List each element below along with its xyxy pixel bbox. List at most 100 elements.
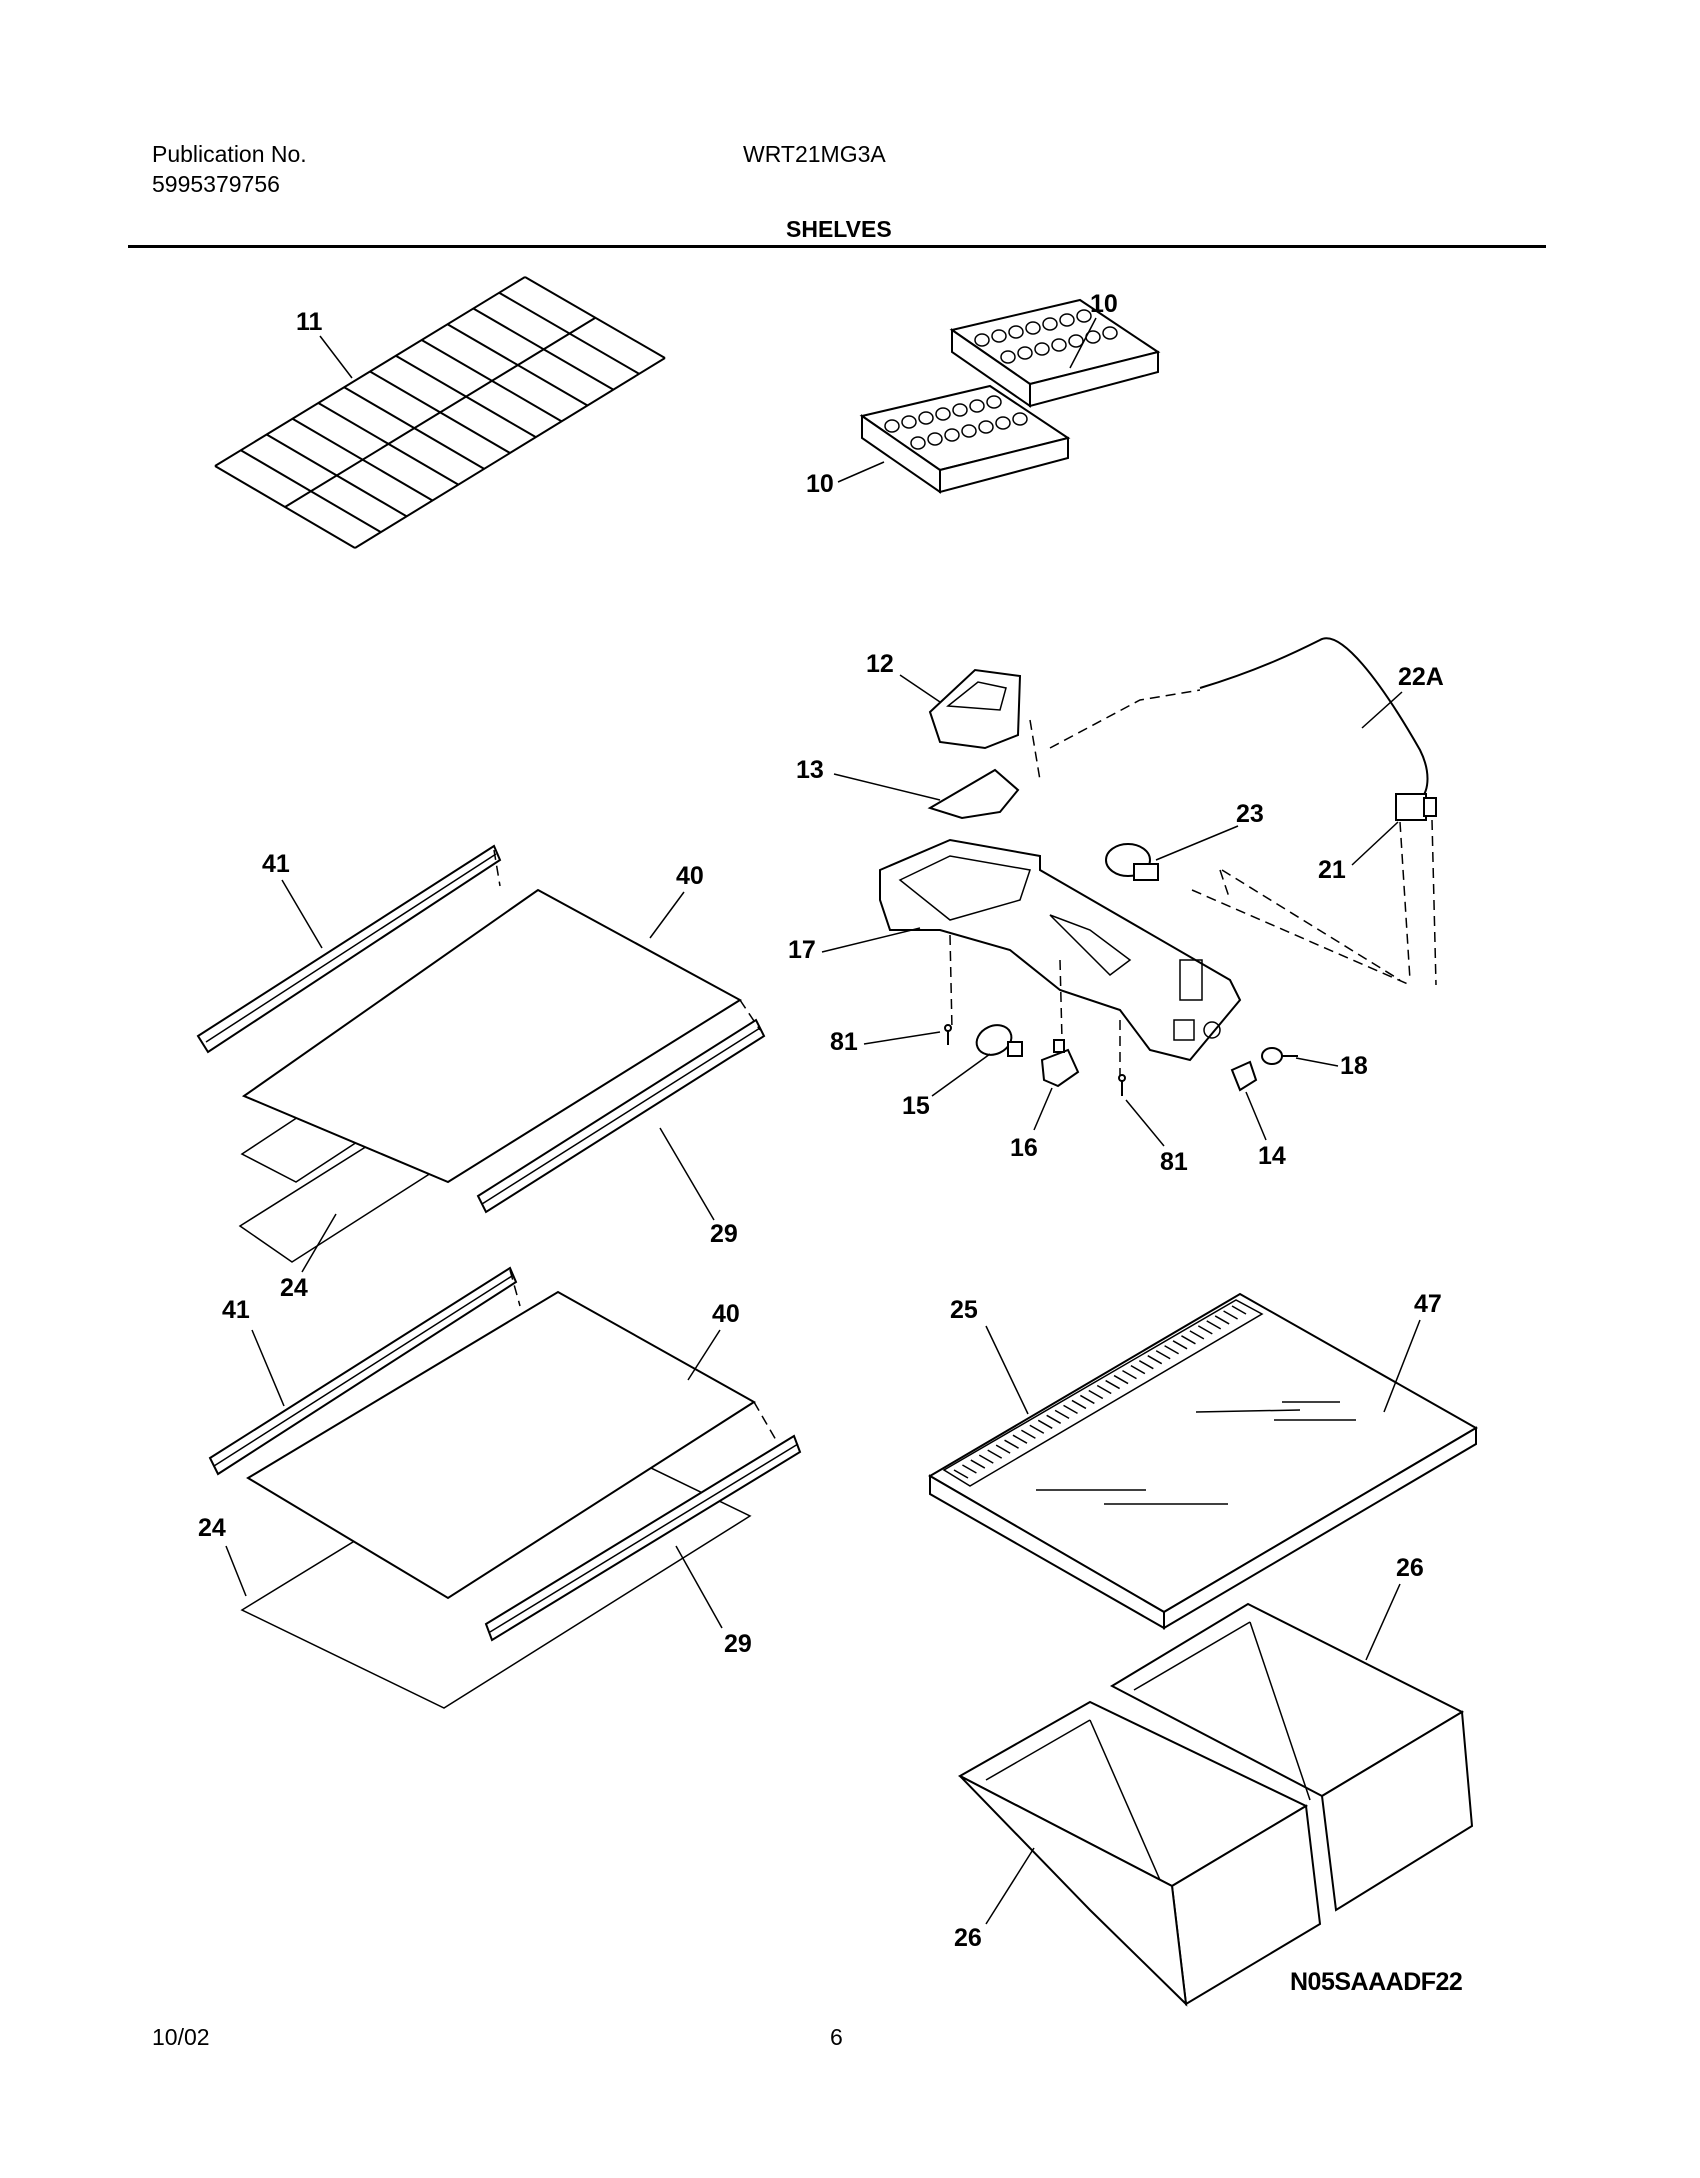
diffuser-13 (927, 768, 1020, 820)
callout-25: 25 (950, 1296, 978, 1324)
vent-slot (1206, 1320, 1222, 1330)
vent-slot (1164, 1345, 1179, 1355)
vent-slot (1063, 1404, 1078, 1415)
vent-slot (1029, 1424, 1045, 1434)
wire-rung (266, 433, 408, 518)
ice-cell (1068, 334, 1084, 348)
page-number: 6 (830, 2024, 843, 2050)
wire-rung (240, 449, 382, 534)
vent-slot (1189, 1330, 1205, 1340)
vent-slot (962, 1464, 977, 1474)
callout-81-left: 81 (830, 1028, 858, 1056)
model-number: WRT21MG3A (743, 141, 886, 167)
vent-slot (1214, 1315, 1230, 1325)
damper-knob-18 (1261, 1047, 1298, 1065)
ice-cell (1017, 346, 1033, 360)
crisper-drawer-26-rear (1109, 1602, 1474, 1912)
vent-slot (1172, 1340, 1188, 1350)
wire-rung (395, 354, 537, 439)
section-title: SHELVES (786, 216, 892, 242)
ice-cell (1059, 313, 1075, 327)
vent-slot (1079, 1394, 1095, 1405)
wire-rung (498, 291, 640, 375)
ice-cell (910, 436, 926, 450)
callout-26-bottom: 26 (954, 1924, 982, 1952)
vent-slot (1231, 1305, 1247, 1315)
ice-cell (1102, 326, 1118, 340)
callout-21: 21 (1318, 856, 1346, 884)
wire-rung (214, 465, 356, 549)
vent-slot (1113, 1374, 1129, 1385)
vent-slot (1105, 1379, 1121, 1390)
ice-cell (1008, 325, 1024, 339)
ice-cell (1076, 309, 1092, 323)
vent-slot (1071, 1399, 1087, 1410)
ice-tray-10-front (859, 384, 1071, 494)
ice-cell (952, 403, 968, 417)
wire-rung (343, 386, 485, 470)
wire-rung (524, 276, 666, 359)
callout-47: 47 (1414, 1290, 1442, 1318)
thermostat-23 (1105, 843, 1159, 881)
ice-tray-10-rear (949, 298, 1161, 408)
wire-harness-22A (1199, 637, 1429, 801)
diagram-code: N05SAAADF22 (1290, 1968, 1463, 1996)
vent-slot (953, 1469, 969, 1479)
callout-11: 11 (296, 308, 323, 336)
vent-slot (1021, 1429, 1036, 1439)
ice-cell (974, 333, 990, 347)
callout-24-lower: 24 (198, 1514, 226, 1542)
vent-slot (1122, 1369, 1137, 1380)
wire-rung (446, 323, 589, 407)
ice-cell (944, 428, 960, 442)
vent-slot (1147, 1355, 1163, 1365)
vent-slot (1130, 1364, 1146, 1375)
ice-cell (961, 424, 977, 438)
vent-slot (978, 1454, 994, 1464)
callout-26-top: 26 (1396, 1554, 1424, 1582)
ice-cell (991, 329, 1007, 343)
crisper-drawer-26-front (957, 1700, 1322, 2007)
callout-41-upper: 41 (262, 850, 290, 878)
vent-slot (1096, 1384, 1112, 1395)
screw-81-right (1118, 1074, 1126, 1096)
ice-cell (935, 407, 951, 421)
ice-cell (927, 432, 943, 446)
callout-29-upper: 29 (710, 1220, 738, 1248)
callout-13: 13 (796, 756, 824, 784)
screw-81-left (944, 1024, 952, 1045)
light-housing-17 (879, 838, 1242, 1062)
ice-cell (1051, 338, 1067, 352)
light-shield-12 (928, 668, 1022, 750)
ice-cell (901, 415, 917, 429)
publication-number: 5995379756 (152, 171, 280, 197)
wire-rung (369, 370, 511, 454)
callout-18: 18 (1340, 1052, 1368, 1080)
header-rule (128, 245, 1546, 248)
vent-slot (1155, 1350, 1171, 1360)
lower-shelf-set (208, 1266, 802, 1709)
vent-slot (1004, 1439, 1019, 1449)
vent-slot (1088, 1389, 1104, 1400)
callout-81-right: 81 (1160, 1148, 1188, 1176)
callout-23: 23 (1236, 800, 1264, 828)
ice-cell (1012, 412, 1028, 426)
vent-slot (1037, 1419, 1053, 1429)
vent-slot (1138, 1360, 1154, 1370)
vent-slot (995, 1444, 1011, 1454)
callout-15: 15 (902, 1092, 930, 1120)
callout-10-top: 10 (1090, 290, 1118, 318)
ice-cell (1034, 342, 1050, 356)
ice-cell (995, 416, 1011, 430)
callout-29-lower: 29 (724, 1630, 752, 1658)
ice-cell (1025, 321, 1041, 335)
wire-rung (472, 307, 614, 391)
ice-cell (918, 411, 934, 425)
callout-10-bottom: 10 (806, 470, 834, 498)
callout-40-lower: 40 (712, 1300, 740, 1328)
bulb-15 (975, 1024, 1023, 1057)
upper-shelf-set (196, 844, 766, 1263)
wire-rung (291, 417, 434, 502)
